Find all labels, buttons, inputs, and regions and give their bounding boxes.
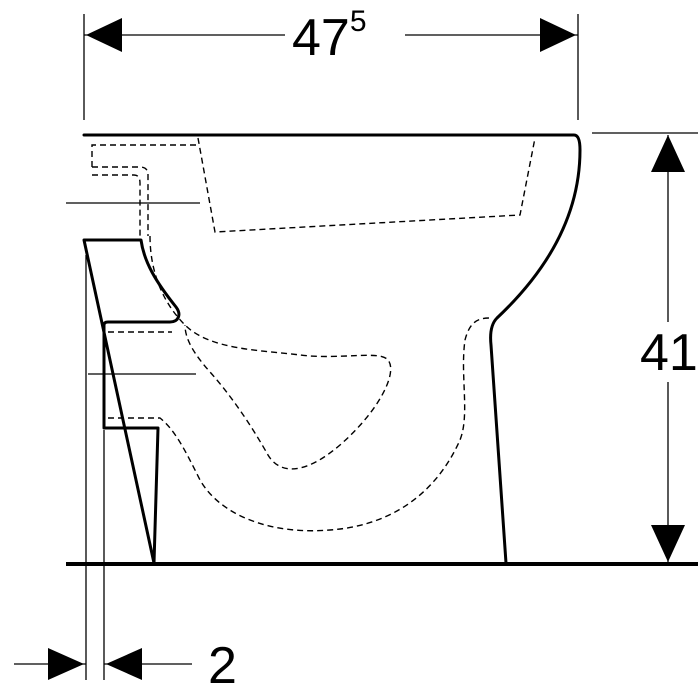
offset-dimension: 2 bbox=[14, 255, 237, 689]
trap-lower-hidden bbox=[108, 317, 491, 532]
toilet-outline bbox=[82, 133, 582, 565]
trap-upper-hidden bbox=[149, 235, 392, 470]
hidden-lines bbox=[91, 137, 536, 532]
width-dimension-label: 475 bbox=[292, 5, 367, 67]
width-arrow-right bbox=[540, 18, 576, 52]
offset-arrow-right bbox=[106, 648, 142, 680]
height-dimension: 41 bbox=[592, 132, 698, 562]
width-superscript: 5 bbox=[350, 5, 367, 38]
height-dimension-label: 41 bbox=[640, 324, 698, 382]
offset-dimension-label: 2 bbox=[208, 637, 237, 689]
height-arrow-bottom bbox=[651, 525, 685, 562]
inlet-hidden-2 bbox=[92, 166, 149, 236]
width-value: 47 bbox=[292, 9, 350, 67]
inlet-hidden-3 bbox=[92, 174, 141, 236]
width-dimension: 475 bbox=[83, 5, 579, 120]
bowl-rim-hidden bbox=[197, 137, 536, 233]
width-arrow-left bbox=[86, 18, 122, 52]
offset-arrow-left bbox=[48, 648, 84, 680]
height-arrow-top bbox=[651, 135, 685, 172]
inlet-hidden-1 bbox=[91, 144, 198, 167]
toilet-body-outline bbox=[82, 133, 582, 565]
